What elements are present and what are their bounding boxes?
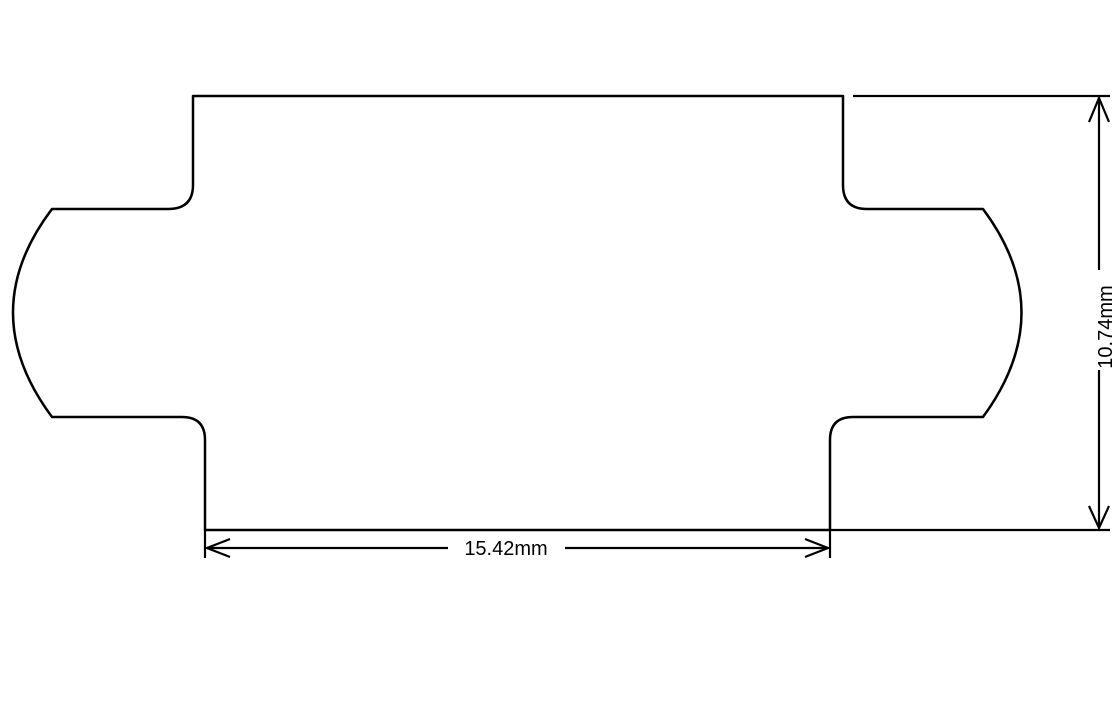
part-outline xyxy=(11,94,1023,532)
height-arrow-bottom xyxy=(1087,505,1111,531)
width-arrow-left xyxy=(203,537,231,559)
height-arrow-top xyxy=(1087,95,1111,123)
width-dimension-label: 15.42mm xyxy=(464,538,547,560)
height-dimension-label: 10.74mm xyxy=(1095,285,1114,368)
width-arrow-right xyxy=(804,537,832,559)
